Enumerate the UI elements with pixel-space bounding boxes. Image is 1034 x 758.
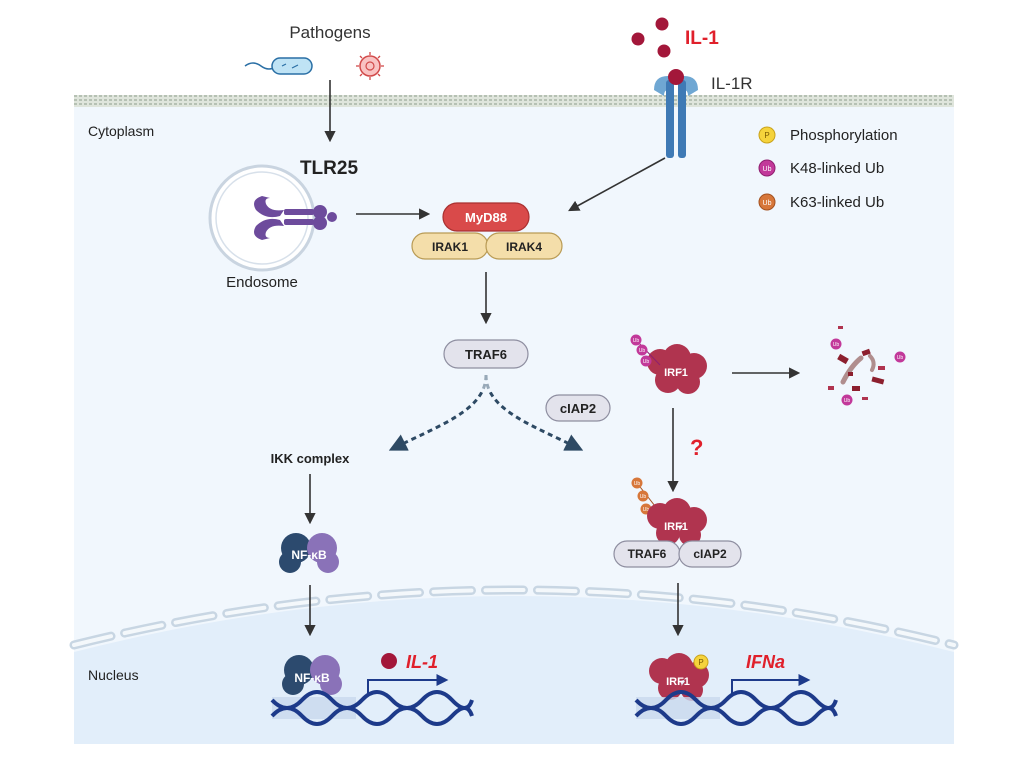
cytoplasm-label: Cytoplasm bbox=[88, 123, 154, 139]
il1r-label: IL-1R bbox=[711, 74, 753, 93]
ub-tag: Ub bbox=[643, 359, 650, 365]
irf1-k63-icon: IRF1 bbox=[647, 498, 707, 546]
question-mark: ? bbox=[690, 435, 703, 460]
legend: P Phosphorylation Ub K48-linked Ub Ub K6… bbox=[758, 126, 898, 211]
myd88-box: MyD88 bbox=[442, 202, 530, 232]
ub-tag: Ub bbox=[633, 338, 640, 344]
ciap2-box: cIAP2 bbox=[545, 394, 611, 422]
virus-icon bbox=[356, 52, 384, 80]
phospho-tag-label: P bbox=[698, 658, 703, 667]
legend-symbol: Ub bbox=[763, 166, 772, 173]
irf1-nucleus-label: IRF1 bbox=[666, 676, 690, 688]
nfkb-nucleus-label: NF-κB bbox=[294, 671, 330, 685]
legend-item-k48: Ub K48-linked Ub bbox=[758, 159, 884, 177]
ciap2-complex-box: cIAP2 bbox=[678, 540, 742, 568]
ub-tag: Ub bbox=[640, 494, 647, 500]
endosome bbox=[208, 164, 316, 272]
nfkb-nucleus-icon: NF-κB bbox=[282, 655, 342, 695]
irak1-box: IRAK1 bbox=[411, 232, 489, 260]
irf1-k48-label: IRF1 bbox=[664, 367, 688, 379]
irak1-label: IRAK1 bbox=[432, 240, 468, 254]
myd88-label: MyD88 bbox=[465, 210, 507, 225]
ub-tag: Ub bbox=[833, 342, 840, 348]
irak4-label: IRAK4 bbox=[506, 240, 542, 254]
dna-helix-right bbox=[634, 690, 838, 726]
bacterium-icon bbox=[244, 57, 313, 75]
legend-item-phosphorylation: P Phosphorylation bbox=[758, 126, 898, 144]
ub-tag: Ub bbox=[844, 398, 851, 404]
ub-tag: Ub bbox=[639, 348, 646, 354]
ub-tag: Ub bbox=[897, 355, 904, 361]
traf6-complex-label: TRAF6 bbox=[628, 547, 667, 561]
proteasome-degradation-icon: Ub Ub Ub bbox=[828, 326, 906, 406]
ifna-transcription-arrow bbox=[731, 674, 811, 696]
ub-tag: Ub bbox=[634, 481, 641, 487]
legend-symbol: Ub bbox=[763, 200, 772, 207]
ciap2-label: cIAP2 bbox=[560, 401, 596, 416]
irf1-k48-icon: IRF1 bbox=[647, 344, 707, 394]
il1-ligand-icon bbox=[631, 17, 671, 58]
il1-transcription-arrow bbox=[367, 674, 449, 696]
ub-tag: Ub bbox=[643, 507, 650, 513]
nfkb-cytoplasm-label: NF-κB bbox=[291, 548, 327, 562]
ikk-complex-label: IKK complex bbox=[271, 451, 351, 466]
il1-product-icon bbox=[381, 653, 397, 669]
ifna-gene-label: IFNa bbox=[746, 652, 785, 672]
irf1-nucleus-icon: IRF1 bbox=[649, 653, 709, 701]
traf6-box: TRAF6 bbox=[443, 339, 529, 369]
k63-ub-chain: Ub Ub Ub bbox=[631, 477, 663, 516]
endosome-label: Endosome bbox=[226, 274, 298, 291]
arrow-il1r-to-myd88 bbox=[568, 157, 666, 212]
il1r-receptor-icon bbox=[654, 69, 698, 158]
dna-helix-left bbox=[270, 690, 474, 726]
traf6-label: TRAF6 bbox=[465, 347, 507, 362]
irf1-k63-label: IRF1 bbox=[664, 521, 688, 533]
phospho-tag-icon: P bbox=[693, 654, 709, 670]
pathogens-label: Pathogens bbox=[289, 23, 370, 42]
legend-label: Phosphorylation bbox=[790, 127, 898, 144]
nfkb-cytoplasm-icon: NF-κB bbox=[279, 533, 339, 573]
traf6-complex-box: TRAF6 bbox=[613, 540, 681, 568]
irak4-box: IRAK4 bbox=[485, 232, 563, 260]
legend-symbol: P bbox=[764, 131, 769, 140]
legend-item-k63: Ub K63-linked Ub bbox=[758, 193, 884, 211]
ciap2-complex-label: cIAP2 bbox=[693, 547, 727, 561]
il1-ligand-label: IL-1 bbox=[685, 28, 719, 49]
legend-label: K63-linked Ub bbox=[790, 194, 884, 211]
plasma-membrane bbox=[74, 95, 954, 107]
nucleus-label: Nucleus bbox=[88, 667, 139, 683]
tlr25-receptor-icon bbox=[254, 196, 337, 240]
tlr25-label: TLR25 bbox=[300, 158, 359, 179]
il1-gene-label: IL-1 bbox=[406, 652, 438, 672]
k48-ub-chain: Ub Ub Ub bbox=[630, 334, 661, 367]
legend-label: K48-linked Ub bbox=[790, 160, 884, 177]
